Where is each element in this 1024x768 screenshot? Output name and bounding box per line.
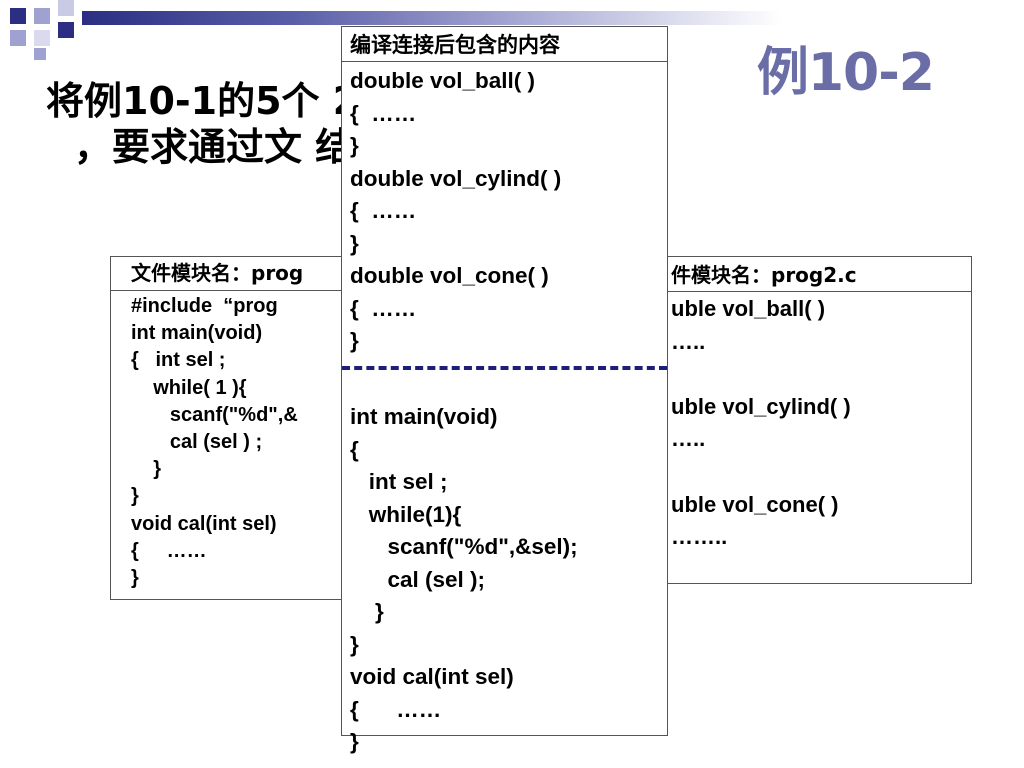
decor-square [34,48,46,60]
dashed-divider [342,366,667,370]
linked-output-box: 编译连接后包含的内容 double vol_ball( ) { …… } dou… [341,26,668,754]
linked-output-header: 编译连接后包含的内容 [342,27,667,62]
decor-bar [82,11,782,25]
file-box-header: 件模块名：prog2.c [641,257,971,292]
file-box-header: 文件模块名：prog [111,257,351,291]
decor-square [58,22,74,38]
file-box-prog1: 文件模块名：prog #include “prog int main(void)… [110,256,352,600]
decor-square [58,0,74,16]
file-box-prog2: 件模块名：prog2.c uble vol_ball( ) ….. uble v… [640,256,972,584]
code-listing-functions: double vol_ball( ) { …… } double vol_cyl… [350,68,562,353]
code-listing-main: int main(void) { int sel ; while(1){ sca… [350,404,578,754]
code-listing: uble vol_ball( ) ….. uble vol_cylind( ) … [671,296,851,550]
decor-square [10,30,26,46]
decor-square [34,8,50,24]
slide-title: 例10-2 [756,43,935,103]
decor-square [10,8,26,24]
decor-square [34,30,50,46]
code-listing: #include “prog int main(void) { int sel … [131,295,298,590]
